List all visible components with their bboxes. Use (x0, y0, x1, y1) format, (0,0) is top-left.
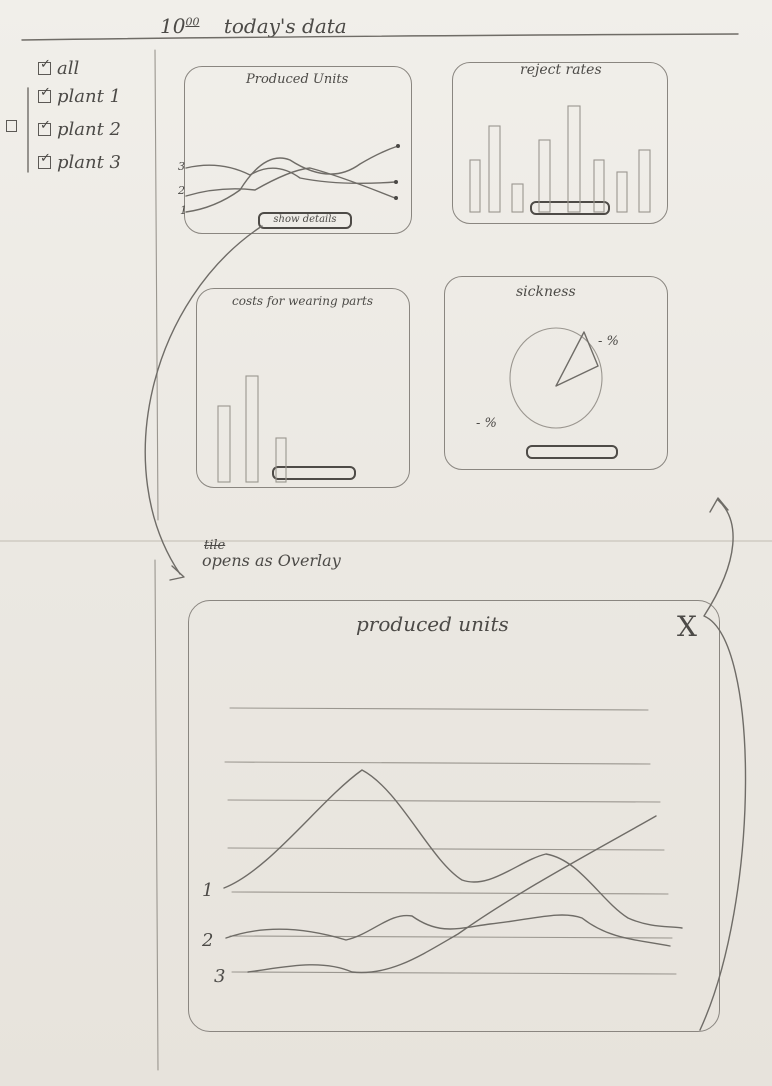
tile-reject-rates[interactable] (452, 62, 668, 224)
tile-title: Produced Units (246, 72, 349, 87)
sidebar-divider-lower (154, 559, 159, 1071)
overlay-line-2 (225, 914, 671, 947)
details-button[interactable] (530, 201, 610, 215)
tile-title: sickness (516, 284, 576, 300)
mini-line-1 (185, 145, 399, 213)
overlay-title: produced units (356, 612, 509, 636)
checkbox-icon[interactable] (38, 118, 51, 136)
bar (567, 105, 581, 213)
header-time: 10 (160, 14, 186, 38)
mini-line-2 (185, 167, 396, 199)
details-button[interactable] (526, 445, 618, 459)
tile-line-label-1: 1 (180, 204, 187, 217)
filter-all[interactable]: all (38, 57, 80, 79)
gridline (229, 707, 649, 711)
mini-point (394, 196, 398, 200)
details-button[interactable] (272, 466, 356, 480)
tile-costs-wearing-parts[interactable] (196, 288, 410, 488)
mini-point (394, 180, 398, 184)
gridline (227, 799, 661, 803)
overlay-series-label-3: 3 (214, 966, 226, 987)
overlay-line-1 (223, 769, 683, 929)
gridline (231, 971, 677, 975)
mini-line-3 (185, 164, 396, 185)
pie-outline (509, 327, 603, 429)
annotation-struck-word: tile (204, 538, 226, 553)
overlay-series-label-1: 1 (202, 880, 214, 901)
show-details-button[interactable]: show details (258, 212, 352, 229)
arrowhead-icon (169, 565, 185, 581)
tile-line-label-3: 3 (178, 160, 185, 173)
sidebar-divider (154, 49, 159, 521)
header-title: today's data (223, 14, 347, 38)
bar (469, 159, 481, 213)
overlay-series-label-2: 2 (202, 930, 214, 951)
plant-group-checkbox[interactable] (6, 120, 17, 132)
bar (593, 159, 605, 213)
overlay-close-button[interactable]: X (677, 610, 697, 643)
reject-rates-bars (469, 105, 651, 213)
filter-label: plant 2 (57, 119, 122, 140)
mini-point (396, 144, 400, 148)
bar (217, 405, 231, 483)
checkbox-icon[interactable] (38, 85, 51, 103)
overlay-panel (188, 600, 720, 1032)
gridline (231, 891, 669, 895)
tile-produced-units[interactable] (184, 66, 412, 234)
bar (616, 171, 628, 213)
filter-label: plant 1 (57, 86, 122, 107)
tile-title: costs for wearing parts (232, 294, 373, 308)
header-time-minutes: 00 (185, 15, 200, 29)
connector-arrow (144, 225, 263, 575)
header: 1000 today's data (160, 14, 347, 38)
close-arrow (699, 499, 747, 1031)
arrowhead-icon (709, 497, 729, 513)
gridline (227, 847, 665, 851)
bar (245, 375, 259, 483)
gridline (229, 935, 673, 939)
pie-slice (555, 331, 599, 387)
bar (511, 183, 524, 213)
checkbox-icon[interactable] (38, 151, 51, 169)
tile-sickness[interactable] (444, 276, 668, 470)
filter-plant-2[interactable]: plant 2 (38, 118, 122, 140)
tile-title: reject rates (520, 62, 602, 78)
filter-label: all (57, 58, 80, 79)
tile-line-label-2: 2 (178, 184, 185, 197)
bar (538, 139, 551, 213)
overlay-line-3 (247, 815, 657, 974)
bar (638, 149, 651, 213)
annotation-text: opens as Overlay (202, 551, 341, 570)
gridline (224, 761, 651, 765)
sickness-percent-right: - % (598, 334, 619, 349)
costs-bars (217, 375, 287, 483)
paper-fold (0, 540, 772, 542)
sickness-percent-left: - % (476, 416, 497, 431)
overlay-gridlines (224, 707, 677, 975)
mini-line-chart (185, 144, 400, 213)
filter-plant-1[interactable]: plant 1 (38, 85, 122, 107)
filter-label: plant 3 (57, 152, 122, 173)
sickness-pie (509, 327, 603, 429)
overlay-line-chart (223, 769, 683, 974)
filter-plant-3[interactable]: plant 3 (38, 151, 122, 173)
header-rule (21, 33, 739, 41)
bar (275, 437, 287, 483)
bar (488, 125, 501, 213)
checkbox-icon[interactable] (38, 57, 51, 75)
